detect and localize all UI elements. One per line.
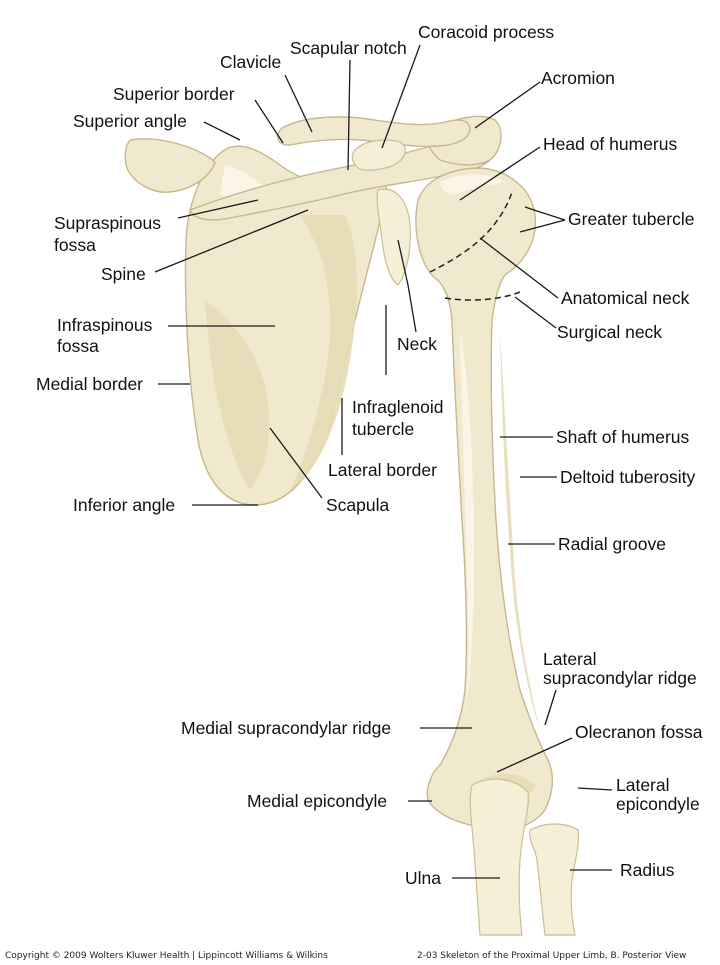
label-infraglenoid-tubercle-line2: tubercle	[352, 419, 414, 439]
label-radius: Radius	[620, 860, 675, 880]
footer: Copyright © 2009 Wolters Kluwer Health |…	[5, 951, 686, 961]
label-medial-epicondyle: Medial epicondyle	[247, 791, 387, 811]
label-infraspinous-fossa-line1: Infraspinous	[57, 315, 153, 335]
label-lateral-epicondyle-line1: Lateral	[616, 775, 670, 795]
label-superior-angle: Superior angle	[73, 111, 187, 131]
footer-figure-caption: 2-03 Skeleton of the Proximal Upper Limb…	[417, 951, 686, 961]
label-deltoid-tuberosity: Deltoid tuberosity	[560, 467, 695, 487]
leader-neck	[397, 239, 417, 333]
leader-greater-tubercle-b	[519, 219, 566, 233]
label-infraspinous-fossa-line2: fossa	[57, 336, 99, 356]
label-olecranon-fossa: Olecranon fossa	[575, 722, 703, 742]
leader-supraspinous-fossa	[177, 199, 259, 219]
label-radial-groove: Radial groove	[558, 534, 666, 554]
clavicle-bone	[277, 116, 471, 148]
bone-illustration	[124, 115, 580, 936]
leader-clavicle	[284, 74, 313, 133]
label-lateral-epicondyle-line2: epicondyle	[616, 794, 700, 814]
leader-superior-border	[254, 99, 284, 144]
label-coracoid-process: Coracoid process	[418, 22, 554, 42]
leader-olecranon-fossa	[496, 737, 573, 773]
label-superior-border: Superior border	[113, 84, 235, 104]
label-acromion: Acromion	[541, 68, 615, 88]
coracoid-bone	[351, 139, 406, 171]
label-lateral-supracondylar-ridge-line1: Lateral	[543, 649, 597, 669]
label-head-of-humerus: Head of humerus	[543, 134, 677, 154]
label-greater-tubercle: Greater tubercle	[568, 209, 694, 229]
leader-scapula	[269, 427, 323, 499]
label-neck: Neck	[397, 334, 437, 354]
label-inferior-angle: Inferior angle	[73, 495, 175, 515]
label-clavicle: Clavicle	[220, 52, 281, 72]
label-lateral-supracondylar-ridge-line2: supracondylar ridge	[543, 668, 697, 688]
label-scapular-notch: Scapular notch	[290, 38, 407, 58]
radius-bone	[529, 823, 580, 936]
label-shaft-of-humerus: Shaft of humerus	[556, 427, 690, 447]
label-infraglenoid-tubercle-line1: Infraglenoid	[352, 397, 443, 417]
labels: Coracoid process Scapular notch Clavicle…	[36, 22, 703, 888]
superior-angle-bone	[124, 138, 216, 193]
leader-coracoid-process	[381, 44, 421, 149]
humerus-bone	[415, 167, 554, 831]
leader-spine	[154, 209, 309, 273]
leader-surgical-neck	[514, 296, 557, 329]
label-medial-supracondylar-ridge: Medial supracondylar ridge	[181, 718, 391, 738]
leader-lateral-supracondylar-ridge	[544, 689, 557, 726]
label-supraspinous-fossa-line2: fossa	[54, 235, 96, 255]
label-medial-border: Medial border	[36, 374, 143, 394]
leader-anatomical-neck	[479, 237, 559, 299]
label-supraspinous-fossa-line1: Supraspinous	[54, 213, 161, 233]
label-surgical-neck: Surgical neck	[557, 322, 662, 342]
leader-superior-angle	[203, 121, 241, 141]
ulna-bone	[469, 778, 529, 936]
label-scapula: Scapula	[326, 495, 390, 515]
label-ulna: Ulna	[405, 868, 441, 888]
leader-scapular-notch	[347, 59, 351, 171]
label-spine: Spine	[101, 264, 146, 284]
anatomical-neck-dashed-line	[429, 191, 513, 273]
leader-lines	[154, 44, 613, 879]
leader-acromion	[474, 81, 541, 129]
label-lateral-border: Lateral border	[328, 460, 437, 480]
label-anatomical-neck: Anatomical neck	[561, 288, 690, 308]
leader-greater-tubercle-a	[524, 206, 566, 221]
footer-copyright: Copyright © 2009 Wolters Kluwer Health |…	[5, 951, 328, 961]
leader-head-of-humerus	[459, 146, 541, 201]
leader-lateral-epicondyle	[577, 787, 613, 791]
